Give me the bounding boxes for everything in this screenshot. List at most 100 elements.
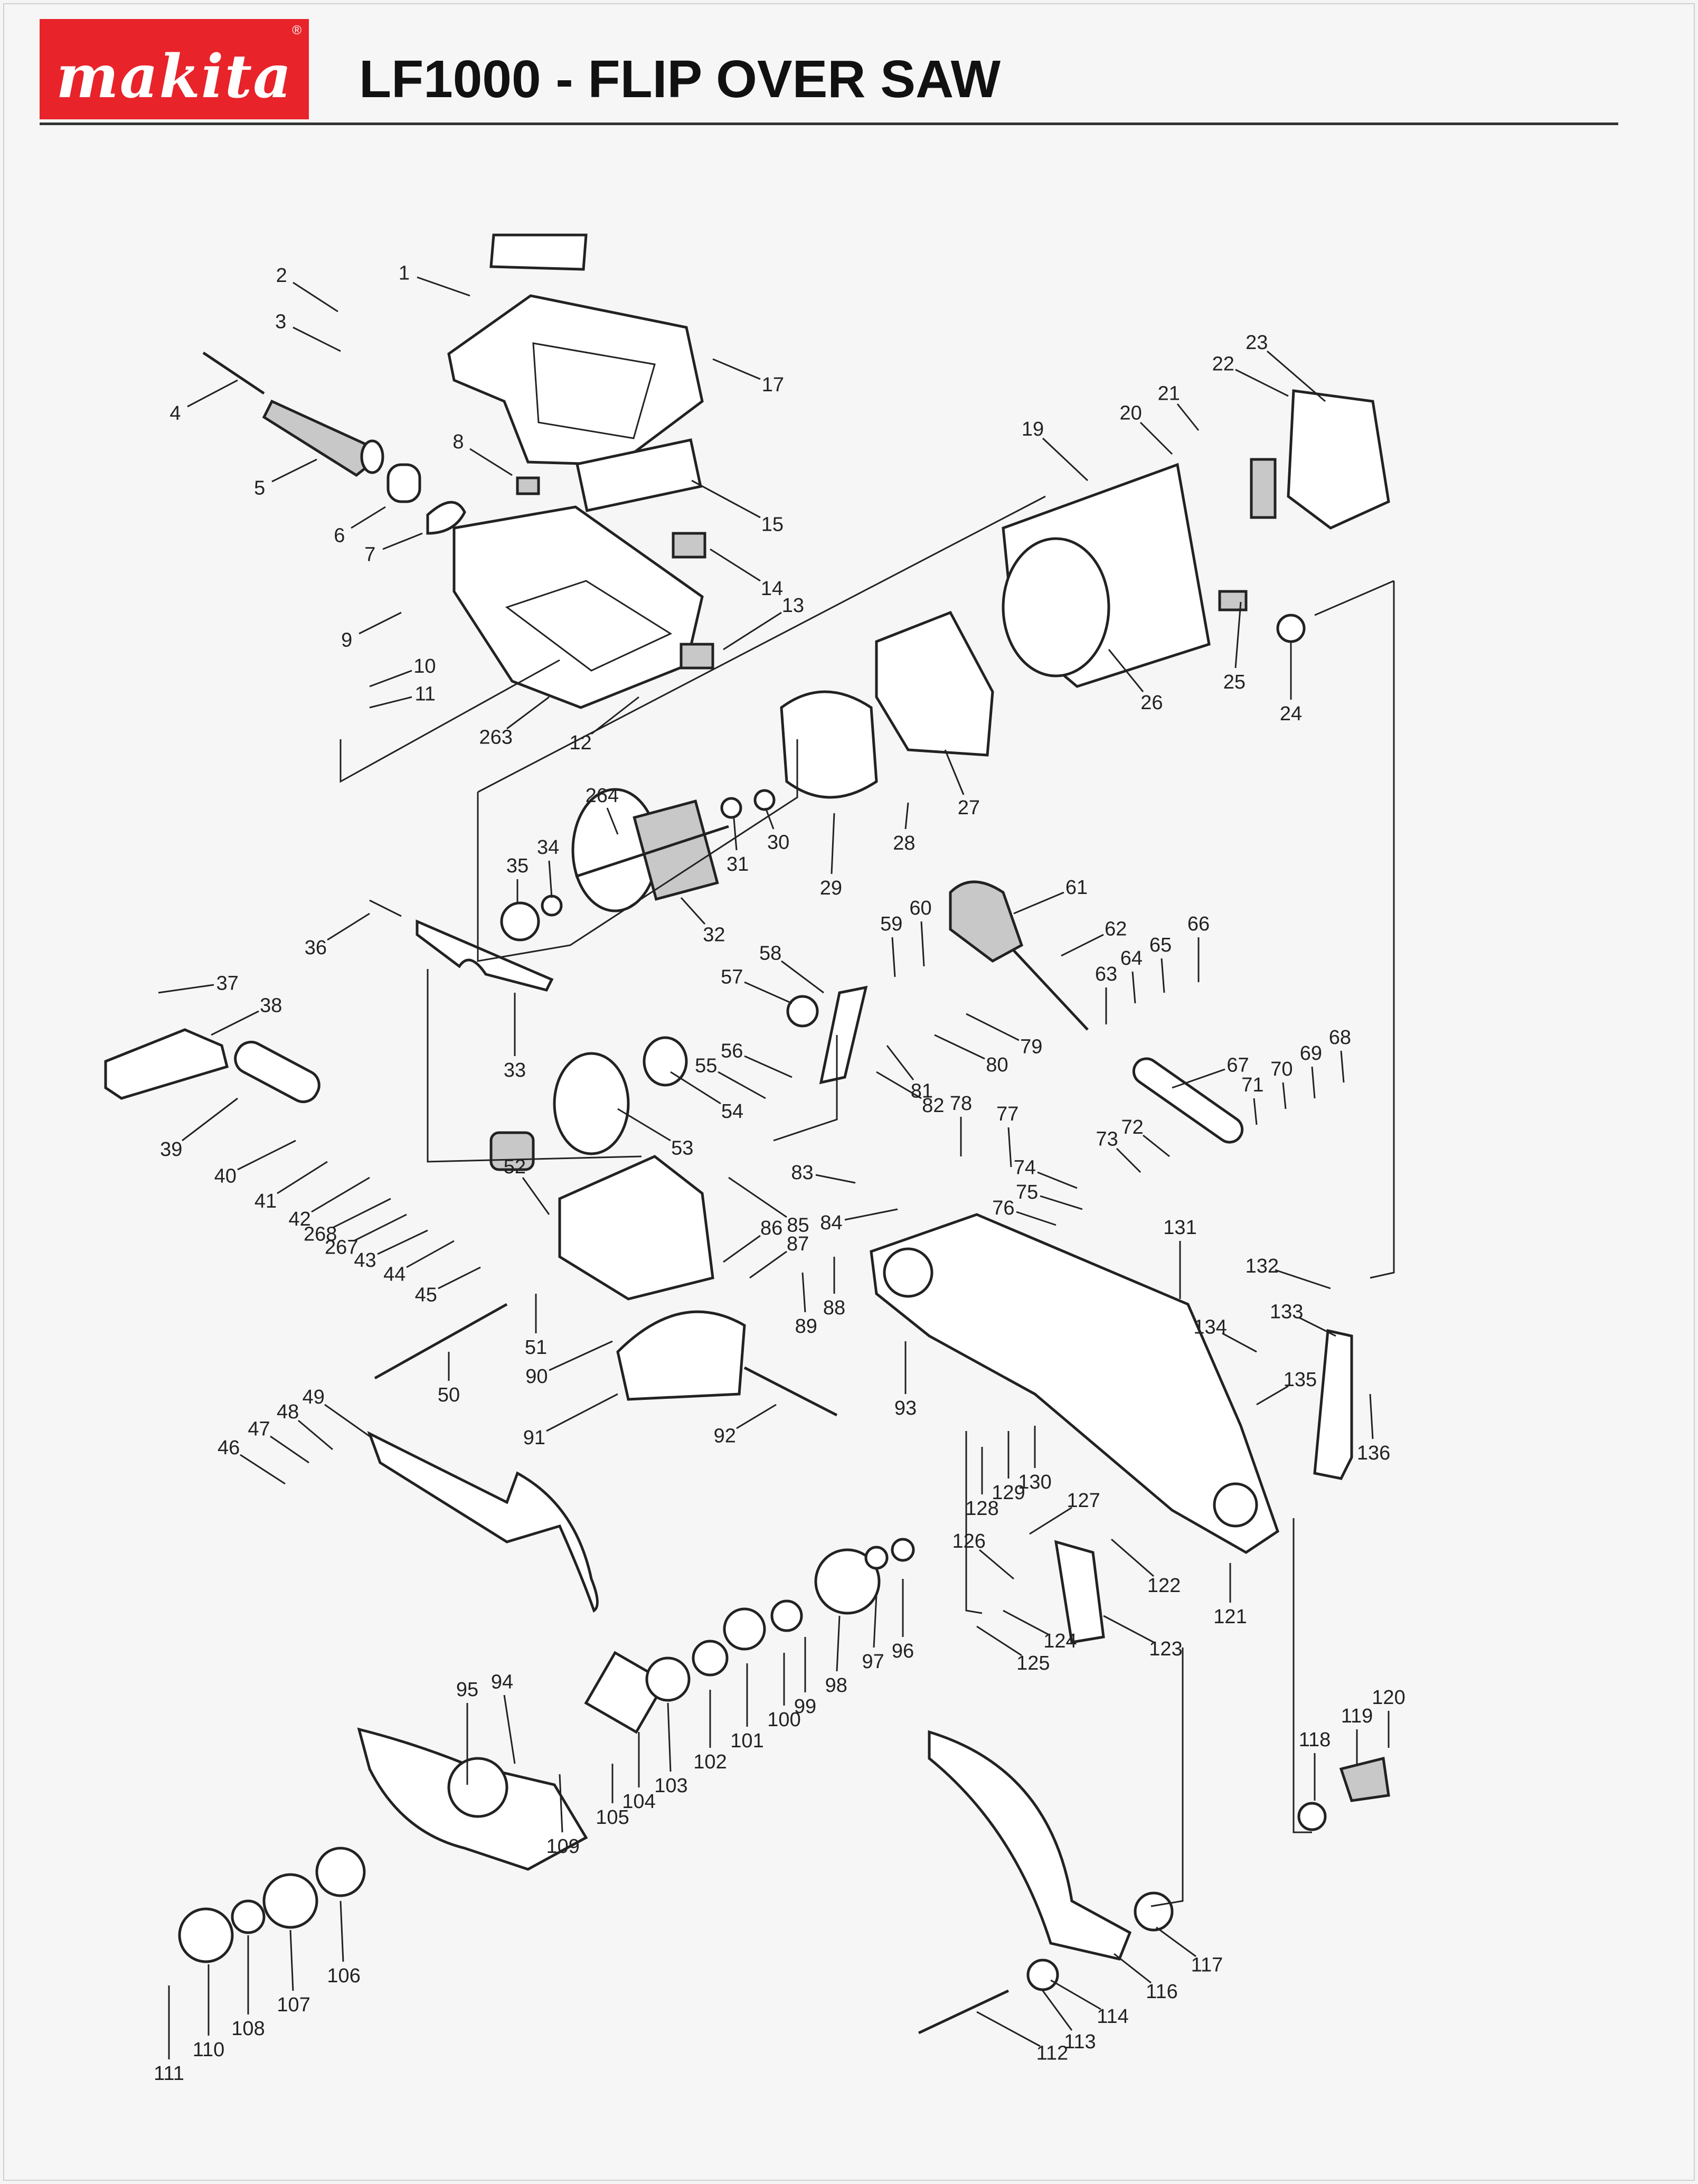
switch-b bbox=[680, 643, 714, 670]
callout-88: 88 bbox=[823, 1257, 845, 1319]
callout-71: 71 bbox=[1241, 1074, 1264, 1125]
callout-76: 76 bbox=[992, 1197, 1056, 1226]
callout-number: 130 bbox=[1018, 1471, 1051, 1493]
callout-number: 73 bbox=[1096, 1128, 1118, 1151]
callout-113: 113 bbox=[1042, 1990, 1096, 2053]
leader-line bbox=[1061, 934, 1104, 957]
callout-9: 9 bbox=[341, 611, 402, 652]
callout-109: 109 bbox=[546, 1774, 580, 1858]
callout-61: 61 bbox=[1013, 877, 1088, 915]
leader-line bbox=[873, 1594, 878, 1648]
callout-10: 10 bbox=[369, 655, 436, 688]
brush-cap bbox=[1276, 614, 1306, 643]
page-title: LF1000 - FLIP OVER SAW bbox=[359, 50, 1001, 109]
callout-2: 2 bbox=[276, 265, 338, 313]
callout-23: 23 bbox=[1246, 332, 1326, 402]
callout-number: 17 bbox=[762, 374, 784, 396]
callout-number: 28 bbox=[893, 832, 915, 854]
baffle-ring bbox=[780, 690, 878, 799]
leader-line bbox=[934, 1034, 985, 1060]
callout-number: 72 bbox=[1121, 1116, 1144, 1138]
callout-number: 116 bbox=[1146, 1981, 1178, 2003]
callout-1: 1 bbox=[399, 262, 470, 297]
callout-82: 82 bbox=[876, 1071, 945, 1117]
callout-number: 27 bbox=[958, 797, 980, 819]
callout-number: 50 bbox=[438, 1384, 460, 1406]
leader-line bbox=[559, 1774, 563, 1833]
leader-line bbox=[606, 807, 619, 835]
callout-number: 76 bbox=[992, 1197, 1014, 1219]
callout-number: 31 bbox=[727, 853, 749, 876]
switch bbox=[672, 532, 706, 559]
callout-number: 101 bbox=[730, 1730, 763, 1752]
leader-line bbox=[976, 1625, 1022, 1656]
lock-lever bbox=[416, 919, 554, 992]
leader-line bbox=[1267, 350, 1326, 402]
callout-101: 101 bbox=[730, 1663, 764, 1752]
callout-123: 123 bbox=[1103, 1615, 1183, 1660]
callout-32: 32 bbox=[680, 897, 725, 946]
leader-line bbox=[506, 696, 550, 730]
callout-number: 123 bbox=[1149, 1638, 1182, 1660]
callout-34: 34 bbox=[537, 836, 559, 898]
callout-26: 26 bbox=[1108, 649, 1163, 714]
leader-line bbox=[382, 532, 423, 550]
leader-line bbox=[1050, 1979, 1101, 2010]
callout-132: 132 bbox=[1246, 1255, 1331, 1289]
part-shapes bbox=[104, 233, 1390, 2035]
leader-line bbox=[270, 1435, 309, 1464]
callout-100: 100 bbox=[767, 1653, 801, 1731]
leader-line bbox=[1108, 649, 1144, 692]
callout-65: 65 bbox=[1149, 934, 1172, 993]
leader-line bbox=[1131, 971, 1136, 1004]
leader-line bbox=[289, 1929, 294, 1991]
callout-136: 136 bbox=[1357, 1394, 1390, 1464]
callout-99: 99 bbox=[794, 1637, 816, 1718]
callout-number: 133 bbox=[1270, 1301, 1303, 1323]
leader-line bbox=[920, 921, 925, 967]
callout-number: 135 bbox=[1284, 1369, 1317, 1391]
callout-number: 114 bbox=[1097, 2006, 1129, 2028]
callout-27: 27 bbox=[944, 749, 980, 819]
callout-number: 20 bbox=[1119, 402, 1142, 425]
callout-125: 125 bbox=[976, 1625, 1050, 1674]
callout-90: 90 bbox=[525, 1340, 613, 1388]
callout-48: 48 bbox=[277, 1401, 333, 1451]
callout-number: 39 bbox=[160, 1138, 182, 1161]
ball-bearing-103 bbox=[645, 1656, 691, 1702]
pipe bbox=[234, 1040, 320, 1104]
callout-number: 118 bbox=[1299, 1729, 1331, 1751]
hex-bolt-50 bbox=[374, 1303, 508, 1380]
callout-number: 99 bbox=[794, 1696, 816, 1718]
callout-126: 126 bbox=[952, 1530, 1014, 1580]
logo-wordmark: makita bbox=[56, 42, 293, 111]
leader-line bbox=[670, 1071, 721, 1105]
callout-68: 68 bbox=[1329, 1027, 1351, 1083]
callout-52: 52 bbox=[504, 1156, 550, 1215]
callout-number: 22 bbox=[1212, 353, 1234, 375]
callout-number: 103 bbox=[654, 1775, 687, 1797]
callout-108: 108 bbox=[231, 1935, 265, 2040]
leader-line bbox=[293, 326, 341, 352]
callout-127: 127 bbox=[1029, 1490, 1100, 1535]
callout-39: 39 bbox=[160, 1097, 238, 1161]
leader-line bbox=[744, 1055, 793, 1078]
leader-line bbox=[904, 802, 909, 830]
callout-83: 83 bbox=[791, 1162, 856, 1184]
ball bbox=[786, 995, 819, 1028]
rear-cover bbox=[1287, 389, 1390, 530]
callout-3: 3 bbox=[275, 310, 341, 352]
callout-69: 69 bbox=[1300, 1042, 1322, 1099]
callout-number: 4 bbox=[169, 402, 181, 425]
leader-line bbox=[417, 276, 470, 297]
callout-30: 30 bbox=[765, 807, 789, 853]
callout-104: 104 bbox=[622, 1732, 656, 1813]
callout-number: 68 bbox=[1329, 1027, 1351, 1049]
callout-24: 24 bbox=[1280, 642, 1302, 725]
callout-number: 54 bbox=[721, 1100, 743, 1123]
leader-line bbox=[1037, 1171, 1078, 1189]
brush-holder bbox=[1250, 458, 1277, 519]
leader-line bbox=[353, 1213, 407, 1242]
callout-number: 94 bbox=[491, 1671, 513, 1693]
